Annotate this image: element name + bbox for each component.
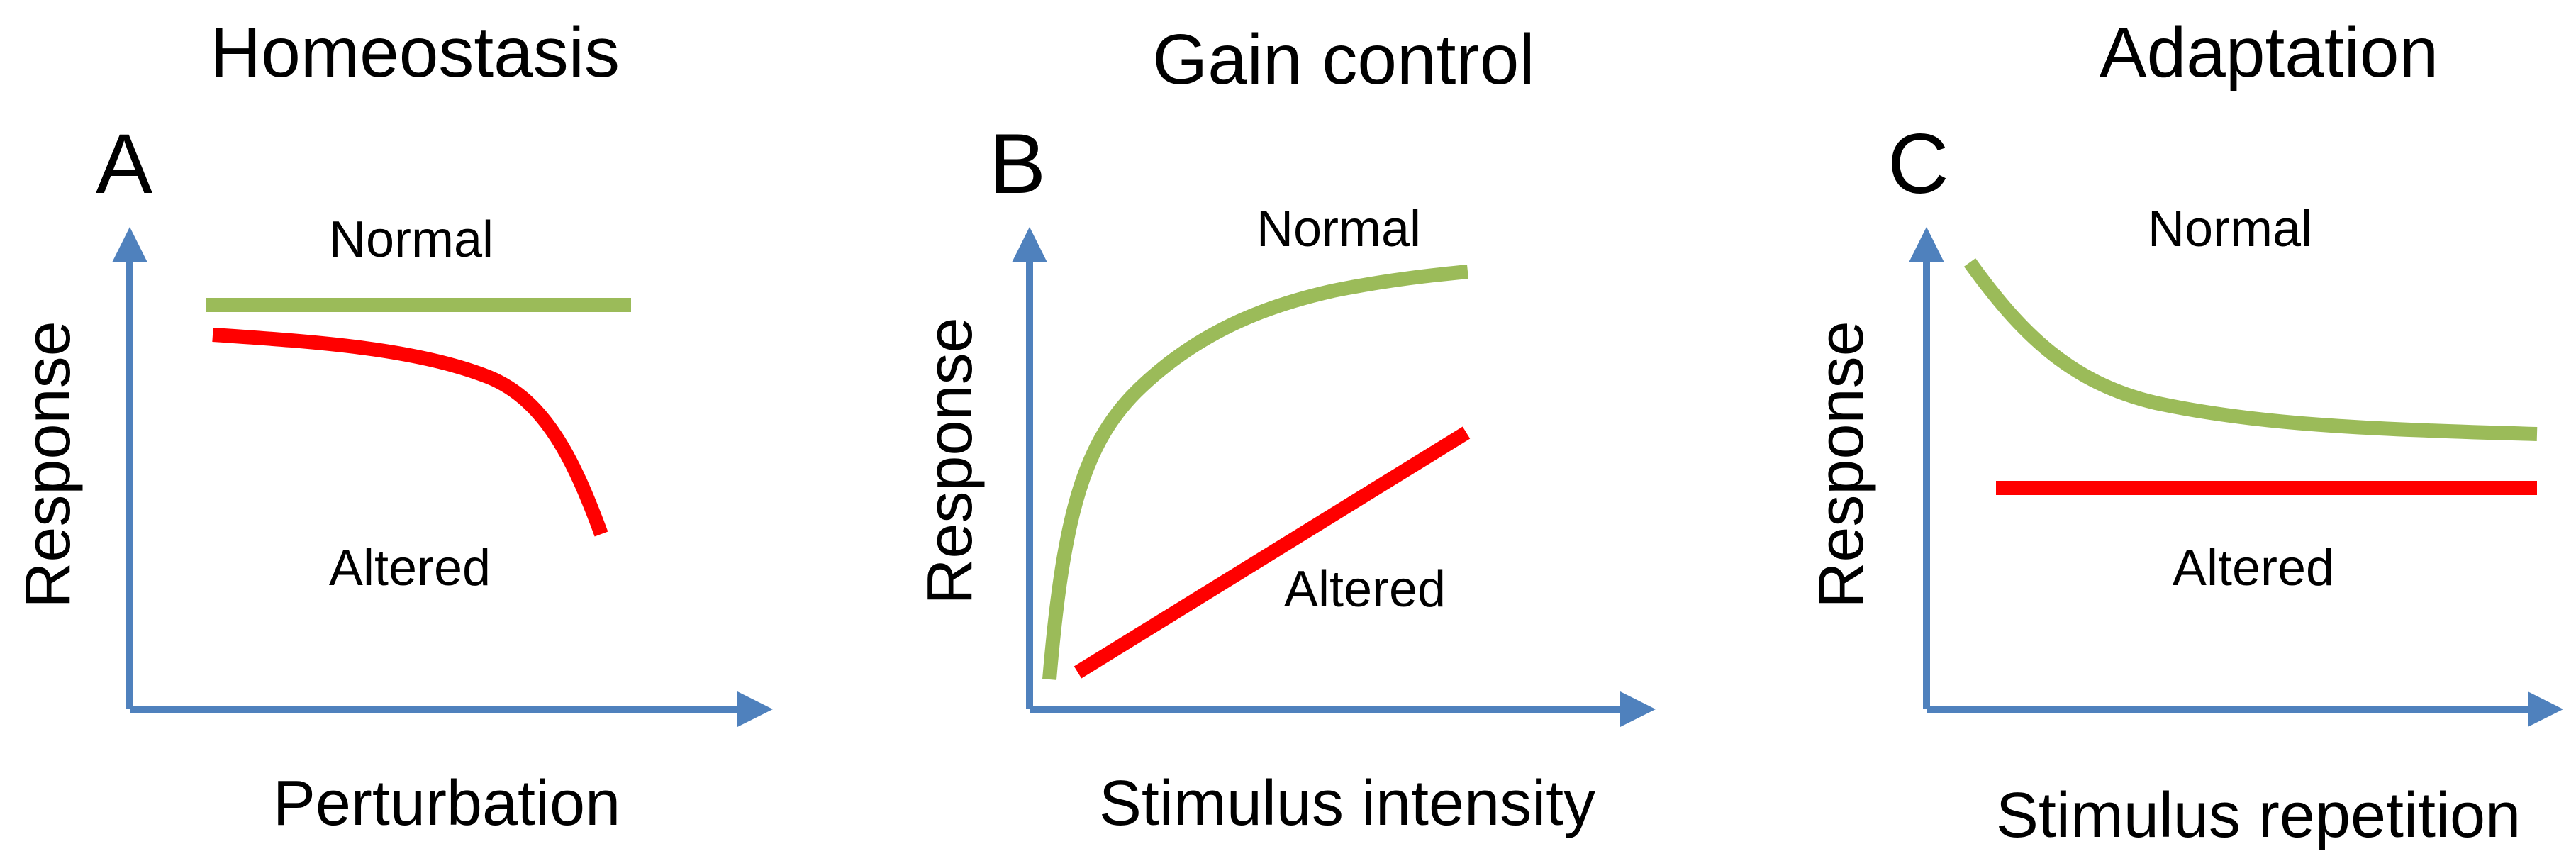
- panel-a-title: Homeostasis: [210, 13, 620, 92]
- panel-b-normal-curve: [1042, 265, 1468, 680]
- panel-c-x-axis-label: Stimulus repetition: [1996, 780, 2521, 851]
- panel-c: Adaptation C Normal Altered Stimulus rep…: [1806, 13, 2563, 851]
- panel-b-x-axis-label: Stimulus intensity: [1099, 768, 1595, 839]
- panel-b-title: Gain control: [1152, 20, 1534, 99]
- panel-a-altered-label: Altered: [329, 540, 491, 596]
- panel-c-letter: C: [1888, 116, 1949, 211]
- panel-a-normal-label: Normal: [329, 211, 494, 268]
- panel-a-x-axis-label: Perturbation: [273, 768, 620, 839]
- panel-a-letter: A: [96, 116, 152, 211]
- panel-c-title: Adaptation: [2100, 13, 2438, 92]
- panel-c-altered-label: Altered: [2173, 540, 2334, 596]
- panel-c-normal-curve: [1963, 258, 2538, 441]
- panel-b-altered-label: Altered: [1284, 561, 1446, 618]
- panel-b-normal-label: Normal: [1256, 201, 1421, 257]
- panel-c-y-axis-label: Response: [1806, 321, 1877, 608]
- panel-b-altered-curve: [1074, 426, 1471, 679]
- panel-a-y-axis-label: Response: [13, 321, 84, 608]
- panel-b: Gain control B Normal Altered Stimulus i…: [915, 20, 1656, 839]
- panel-b-y-axis-label: Response: [915, 317, 986, 604]
- panel-b-letter: B: [989, 116, 1046, 211]
- panel-c-normal-label: Normal: [2148, 201, 2312, 257]
- panel-a-altered-curve: [212, 328, 608, 537]
- panel-a: Homeostasis A Normal Altered Perturbatio…: [13, 13, 773, 839]
